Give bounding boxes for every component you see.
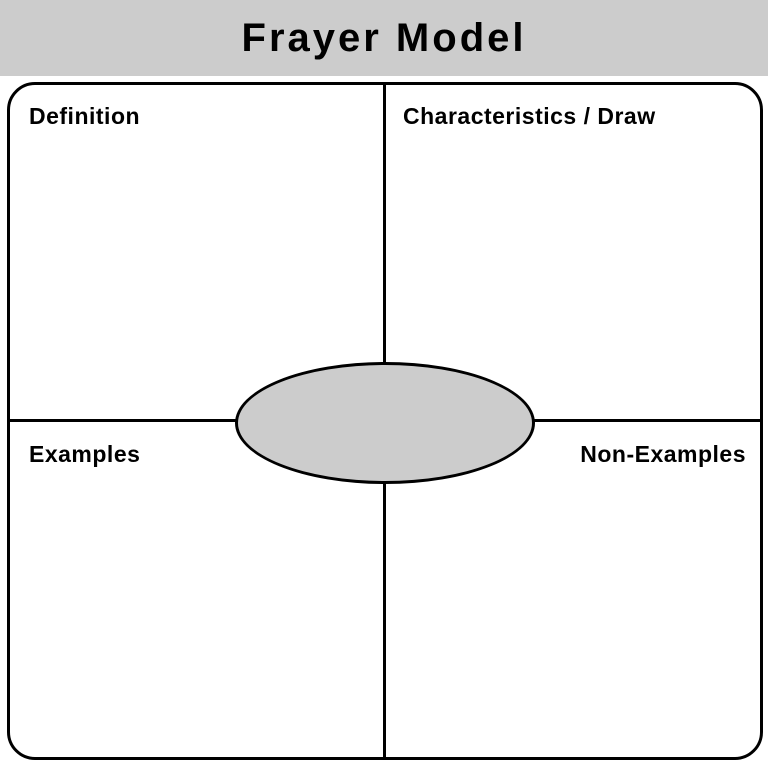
quadrant-label-characteristics: Characteristics / Draw <box>403 103 656 129</box>
quadrant-label-definition: Definition <box>29 103 141 129</box>
header-bar: Frayer Model <box>0 0 768 76</box>
quadrant-label-examples: Examples <box>29 441 141 467</box>
page-title: Frayer Model <box>241 16 527 60</box>
quadrant-label-non-examples: Non-Examples <box>580 441 746 467</box>
center-term-ellipse[interactable] <box>235 362 535 484</box>
